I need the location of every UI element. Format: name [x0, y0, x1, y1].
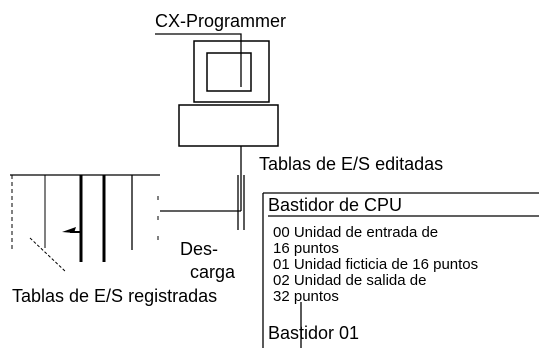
panel-header: Bastidor de CPU: [268, 195, 403, 215]
registered-io-tables-label: Tablas de E/S registradas: [12, 286, 218, 306]
download-label-line2: carga: [190, 262, 236, 282]
edited-io-tables-label: Tablas de E/S editadas: [259, 154, 444, 174]
panel-item-02-line1: 02 Unidad de salida de: [273, 272, 427, 289]
panel-item-01-line1: 01 Unidad ficticia de 16 puntos: [273, 256, 479, 273]
cable-line: [155, 33, 242, 87]
download-label-line1: Des-: [180, 239, 219, 259]
monitor-screen: [206, 52, 252, 92]
panel-item-02-line2: 32 puntos: [273, 288, 339, 305]
cx-programmer-title: CX-Programmer: [155, 11, 287, 31]
panel-footer: Bastidor 01: [268, 323, 360, 343]
io-table-panel-frame: [262, 192, 539, 348]
monitor-outer: [193, 40, 270, 103]
plc-rack-icon: [10, 174, 241, 273]
computer-icon: [155, 33, 279, 211]
panel-item-00-line1: 00 Unidad de entrada de: [273, 224, 439, 241]
panel-item-00-line2: 16 puntos: [273, 240, 339, 257]
computer-base: [178, 104, 279, 147]
